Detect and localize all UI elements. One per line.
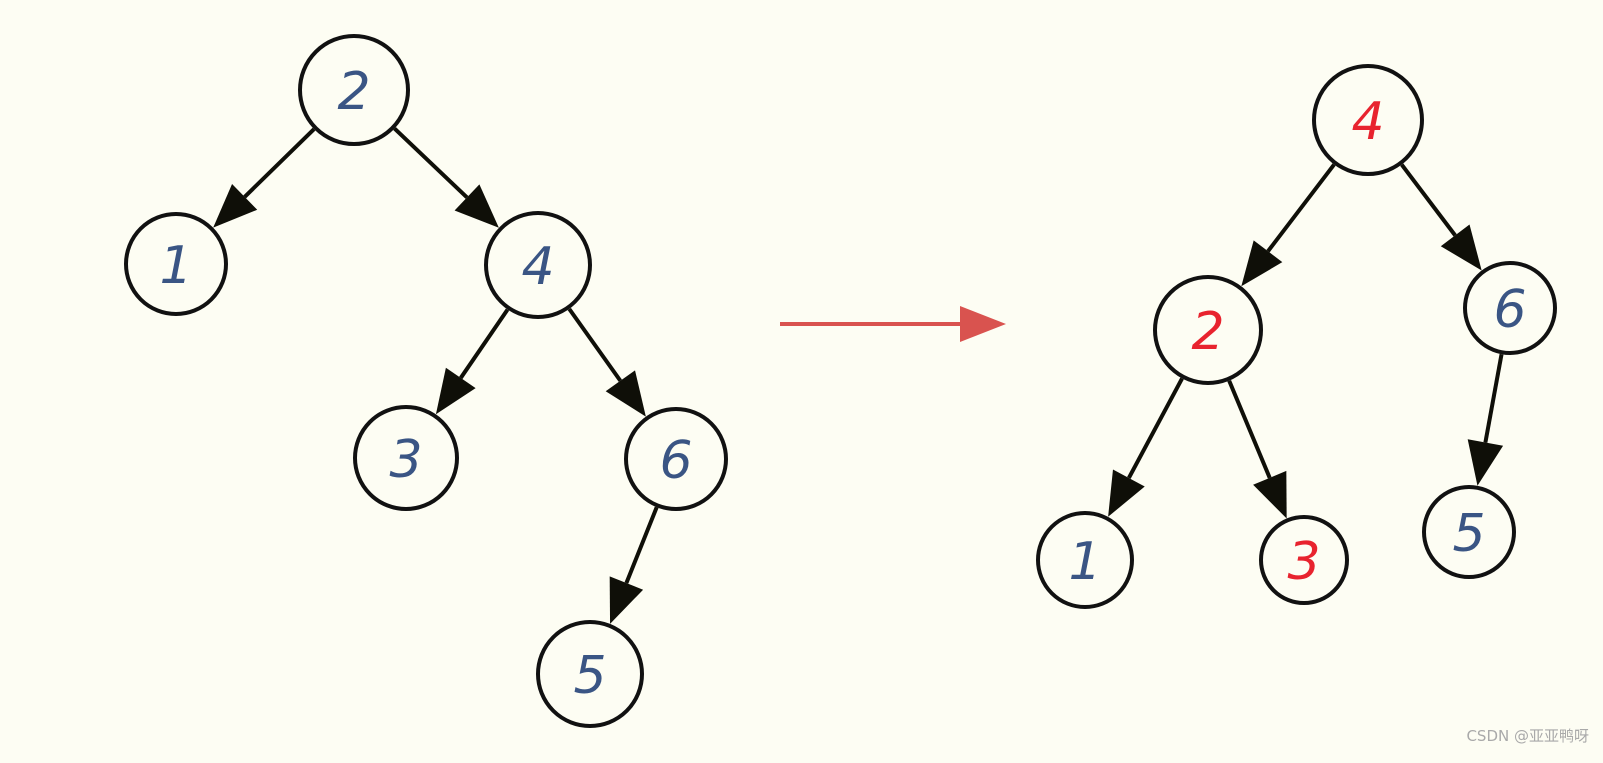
- node-circle-b1: [124, 212, 228, 316]
- watermark: CSDN @亚亚鸭呀: [1466, 727, 1589, 745]
- edge-arrowhead-b4-b6: [605, 370, 646, 417]
- edge-arrowhead-b2-b1: [213, 184, 258, 228]
- node-circle-a4: [1312, 64, 1424, 176]
- node-circle-a6: [1463, 261, 1557, 355]
- node-label-b4: 4: [521, 237, 554, 297]
- edge-a6-a5: [1483, 353, 1504, 443]
- node-circle-a5: [1422, 485, 1516, 579]
- node-label-b1: 1: [159, 236, 192, 296]
- transform-arrow: [780, 306, 1006, 342]
- edge-a2-a3: [1227, 379, 1272, 479]
- edge-a2-a1: [1127, 377, 1184, 479]
- node-label-a4: 4: [1351, 92, 1384, 152]
- node-label-b3: 3: [389, 430, 422, 490]
- edge-arrowhead-a4-a2: [1241, 240, 1283, 287]
- node-label-b6: 6: [659, 431, 692, 491]
- node-circle-b4: [484, 211, 592, 319]
- node-label-a2: 2: [1191, 302, 1224, 362]
- edge-b2-b1: [243, 127, 316, 199]
- edge-arrowhead-a6-a5: [1467, 439, 1504, 486]
- before-tree: 2 1 4 3 6 5: [124, 34, 728, 728]
- node-circle-a2: [1153, 275, 1263, 385]
- edge-b4-b3: [459, 308, 510, 380]
- edge-arrowhead-a2-a1: [1108, 469, 1145, 517]
- edge-arrowhead-b4-b3: [435, 367, 476, 415]
- node-label-b2: 2: [337, 62, 370, 122]
- edge-b2-b4: [393, 127, 469, 199]
- node-circle-b6: [624, 407, 728, 511]
- node-circle-a1: [1036, 511, 1134, 609]
- node-circle-a3: [1259, 515, 1349, 605]
- transform-arrow-head: [960, 306, 1006, 342]
- edge-arrowhead-b6-b5: [609, 576, 644, 624]
- node-label-a5: 5: [1452, 504, 1485, 564]
- edge-b6-b5: [624, 506, 659, 584]
- edge-arrowhead-a2-a3: [1253, 470, 1287, 519]
- node-circle-b3: [353, 405, 459, 511]
- edge-arrowhead-a4-a6: [1440, 224, 1482, 271]
- edge-arrowhead-b2-b4: [454, 184, 499, 228]
- node-circle-b5: [536, 620, 644, 728]
- node-label-b5: 5: [573, 646, 606, 706]
- edge-a4-a6: [1400, 163, 1457, 237]
- edge-b4-b6: [567, 307, 622, 382]
- node-label-a6: 6: [1493, 280, 1526, 340]
- after-tree: 4 2 6 1 3 5: [1036, 64, 1557, 609]
- node-label-a1: 1: [1068, 532, 1101, 592]
- node-label-a3: 3: [1287, 532, 1320, 592]
- edge-a4-a2: [1266, 163, 1336, 253]
- node-circle-b2: [298, 34, 410, 146]
